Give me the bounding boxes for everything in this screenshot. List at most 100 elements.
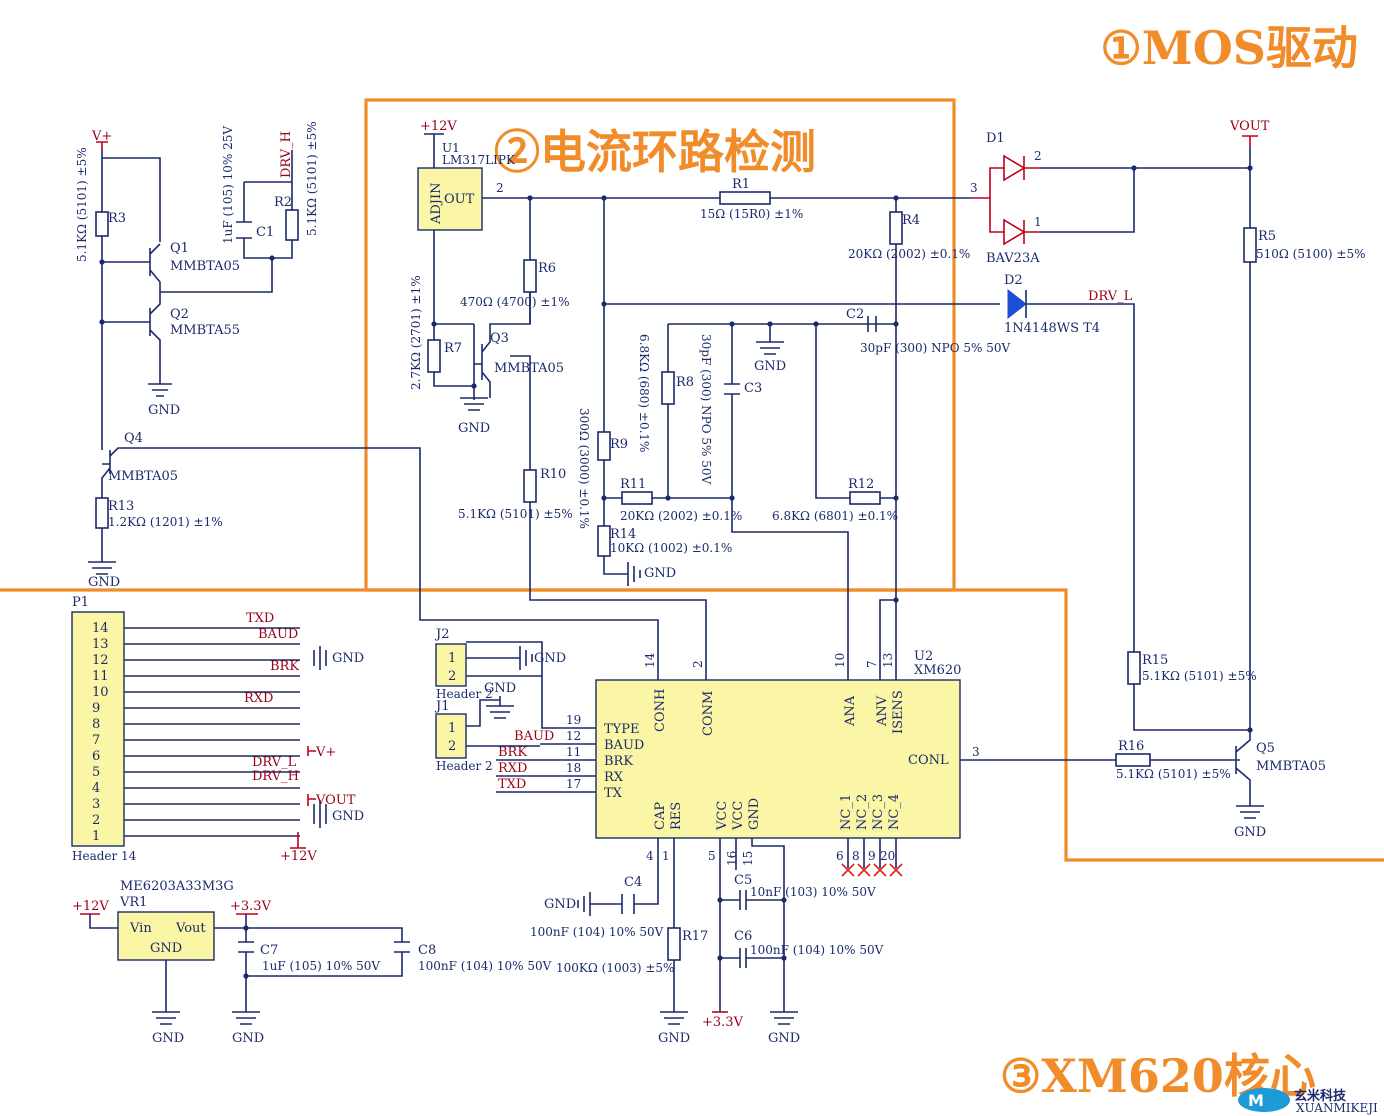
- r4-ref: R4: [902, 213, 920, 228]
- vr1-gnd-pin: GND: [150, 941, 182, 956]
- mos-drive-block: D1 2 1 BAV23A VOUT R5 510Ω (5100) ±5% D2…: [972, 119, 1365, 730]
- r10-ref: R10: [540, 467, 566, 482]
- left-driver-block: V+ R3 5.1KΩ (5101) ±5% Q1 MMBTA05 Q2 MMB…: [75, 121, 659, 640]
- u2-pin-nc4: NC_4: [887, 794, 902, 830]
- u2-pin-res: RES: [669, 802, 684, 830]
- r1-body: [719, 191, 771, 205]
- u2-pin-type: TYPE: [604, 722, 640, 737]
- d1-pin1-num: 1: [1034, 215, 1042, 229]
- r4-body: [889, 211, 903, 245]
- r17-gnd-label: GND: [658, 1031, 690, 1046]
- u2-pin16-num: 16: [725, 851, 739, 866]
- u2-pin-baud: BAUD: [604, 738, 644, 753]
- p1-net-baud: BAUD: [258, 627, 298, 642]
- d1-ref: D1: [986, 131, 1005, 146]
- u2-pin7-num: 7: [865, 660, 879, 668]
- c2-ref: C2: [846, 307, 864, 322]
- u2-pin-anv: ANV: [875, 695, 890, 727]
- r5-body: [1243, 227, 1257, 263]
- p1-pin-4: 4: [92, 781, 100, 796]
- vr1-12v-label: +12V: [72, 899, 109, 914]
- u2-pin12-num: 12: [566, 729, 581, 743]
- r9-body: [597, 431, 611, 461]
- q4-ref: Q4: [124, 431, 143, 446]
- r5-value: 510Ω (5100) ±5%: [1256, 247, 1365, 261]
- u2-pin10-num: 10: [833, 653, 847, 668]
- xm620-core-block: U2 XM620 14 2 10 7 13 CONH CONM ANA ANV …: [434, 627, 1326, 1046]
- r9-value: 300Ω (3000) ±0.1%: [577, 408, 591, 529]
- u2-pin17-num: 17: [566, 777, 581, 791]
- p1-pin-8: 8: [92, 717, 100, 732]
- p1-pin-5: 5: [92, 765, 100, 780]
- c6-ref: C6: [734, 929, 752, 944]
- u2-pin18-num: 18: [566, 761, 581, 775]
- u2-pin-brk: BRK: [604, 754, 633, 769]
- r2-ref: R2: [274, 195, 292, 210]
- u2-pin11-num: 11: [566, 745, 581, 759]
- p1-pin-13: 13: [92, 637, 109, 652]
- watermark-sub: XUANMIKEJI: [1296, 1101, 1378, 1115]
- u2-pin-conh: CONH: [653, 689, 668, 732]
- r11-ref: R11: [620, 477, 646, 492]
- r4-value: 20KΩ (2002) ±0.1%: [848, 247, 970, 261]
- p1-pin-3: 3: [92, 797, 100, 812]
- watermark-text: 玄米科技: [1294, 1088, 1347, 1104]
- r12-ref: R12: [848, 477, 874, 492]
- xm620-core-box: [0, 588, 1384, 862]
- r10-value: 5.1KΩ (5101) ±5%: [458, 507, 573, 521]
- q5-gnd-label: GND: [1234, 825, 1266, 840]
- r12-value: 6.8KΩ (6801) ±0.1%: [772, 509, 898, 523]
- p1-net-txd: TXD: [246, 611, 274, 626]
- r14-ref: R14: [610, 527, 636, 542]
- r16-value: 5.1KΩ (5101) ±5%: [1116, 767, 1231, 781]
- p1-body: [71, 611, 125, 847]
- section-title-mos-drive: ①MOS驱动: [1101, 21, 1358, 75]
- vr1-vin: Vin: [129, 921, 152, 936]
- c5-value: 10nF (103) 10% 50V: [750, 885, 876, 899]
- u2-pin-tx: TX: [604, 786, 623, 801]
- q1-ref: Q1: [170, 241, 189, 256]
- u1-out-pin: OUT: [444, 192, 475, 207]
- u2-pin3-num: 3: [972, 745, 980, 759]
- u2-pin5-num: 5: [708, 849, 716, 863]
- j1-pin2: 2: [448, 739, 456, 754]
- j1-gnd-label: GND: [484, 681, 516, 696]
- r3-body: [95, 211, 109, 237]
- p1-ref: P1: [72, 595, 89, 610]
- u2-pin-vcc-b: VCC: [731, 801, 746, 831]
- u2-pin6-num: 6: [836, 849, 844, 863]
- r2-body: [285, 209, 299, 241]
- p1-pin-10: 10: [92, 685, 109, 700]
- q4-gnd-label: GND: [88, 575, 120, 590]
- p1-net-brk: BRK: [270, 659, 299, 674]
- r10-body: [523, 469, 537, 503]
- r8-body: [661, 371, 675, 405]
- p1-net-drv-l: DRV_L: [252, 755, 297, 770]
- section-title-current-loop: ②电流环路检测: [494, 125, 816, 179]
- u2-pin1-num: 1: [662, 849, 670, 863]
- u2-pin-ana: ANA: [843, 695, 858, 727]
- r11-body: [621, 491, 653, 505]
- r5-ref: R5: [1258, 229, 1276, 244]
- q5-ref: Q5: [1256, 741, 1275, 756]
- u2-pin19-num: 19: [566, 713, 581, 727]
- j1-body: [435, 713, 467, 759]
- j2-pin2: 2: [448, 669, 456, 684]
- net-baud-label: BAUD: [514, 729, 554, 744]
- r7-ref: R7: [444, 341, 462, 356]
- r15-value: 5.1KΩ (5101) ±5%: [1142, 669, 1257, 683]
- p1-pin-6: 6: [92, 749, 100, 764]
- u2-pin8-num: 8: [852, 849, 860, 863]
- net-rxd-label: RXD: [498, 761, 527, 776]
- u1-chip: [417, 167, 483, 231]
- c7-ref: C7: [260, 943, 278, 958]
- u1-part: LM317LIPK: [442, 153, 516, 167]
- c4-value: 100nF (104) 10% 50V: [530, 925, 664, 939]
- r6-ref: R6: [538, 261, 556, 276]
- r1-value: 15Ω (15R0) ±1%: [700, 207, 803, 221]
- r1-ref: R1: [732, 177, 750, 192]
- u2-pin14-num: 14: [643, 652, 657, 668]
- u2-pin9-num: 9: [868, 849, 876, 863]
- u2-pin-conl: CONL: [908, 753, 949, 768]
